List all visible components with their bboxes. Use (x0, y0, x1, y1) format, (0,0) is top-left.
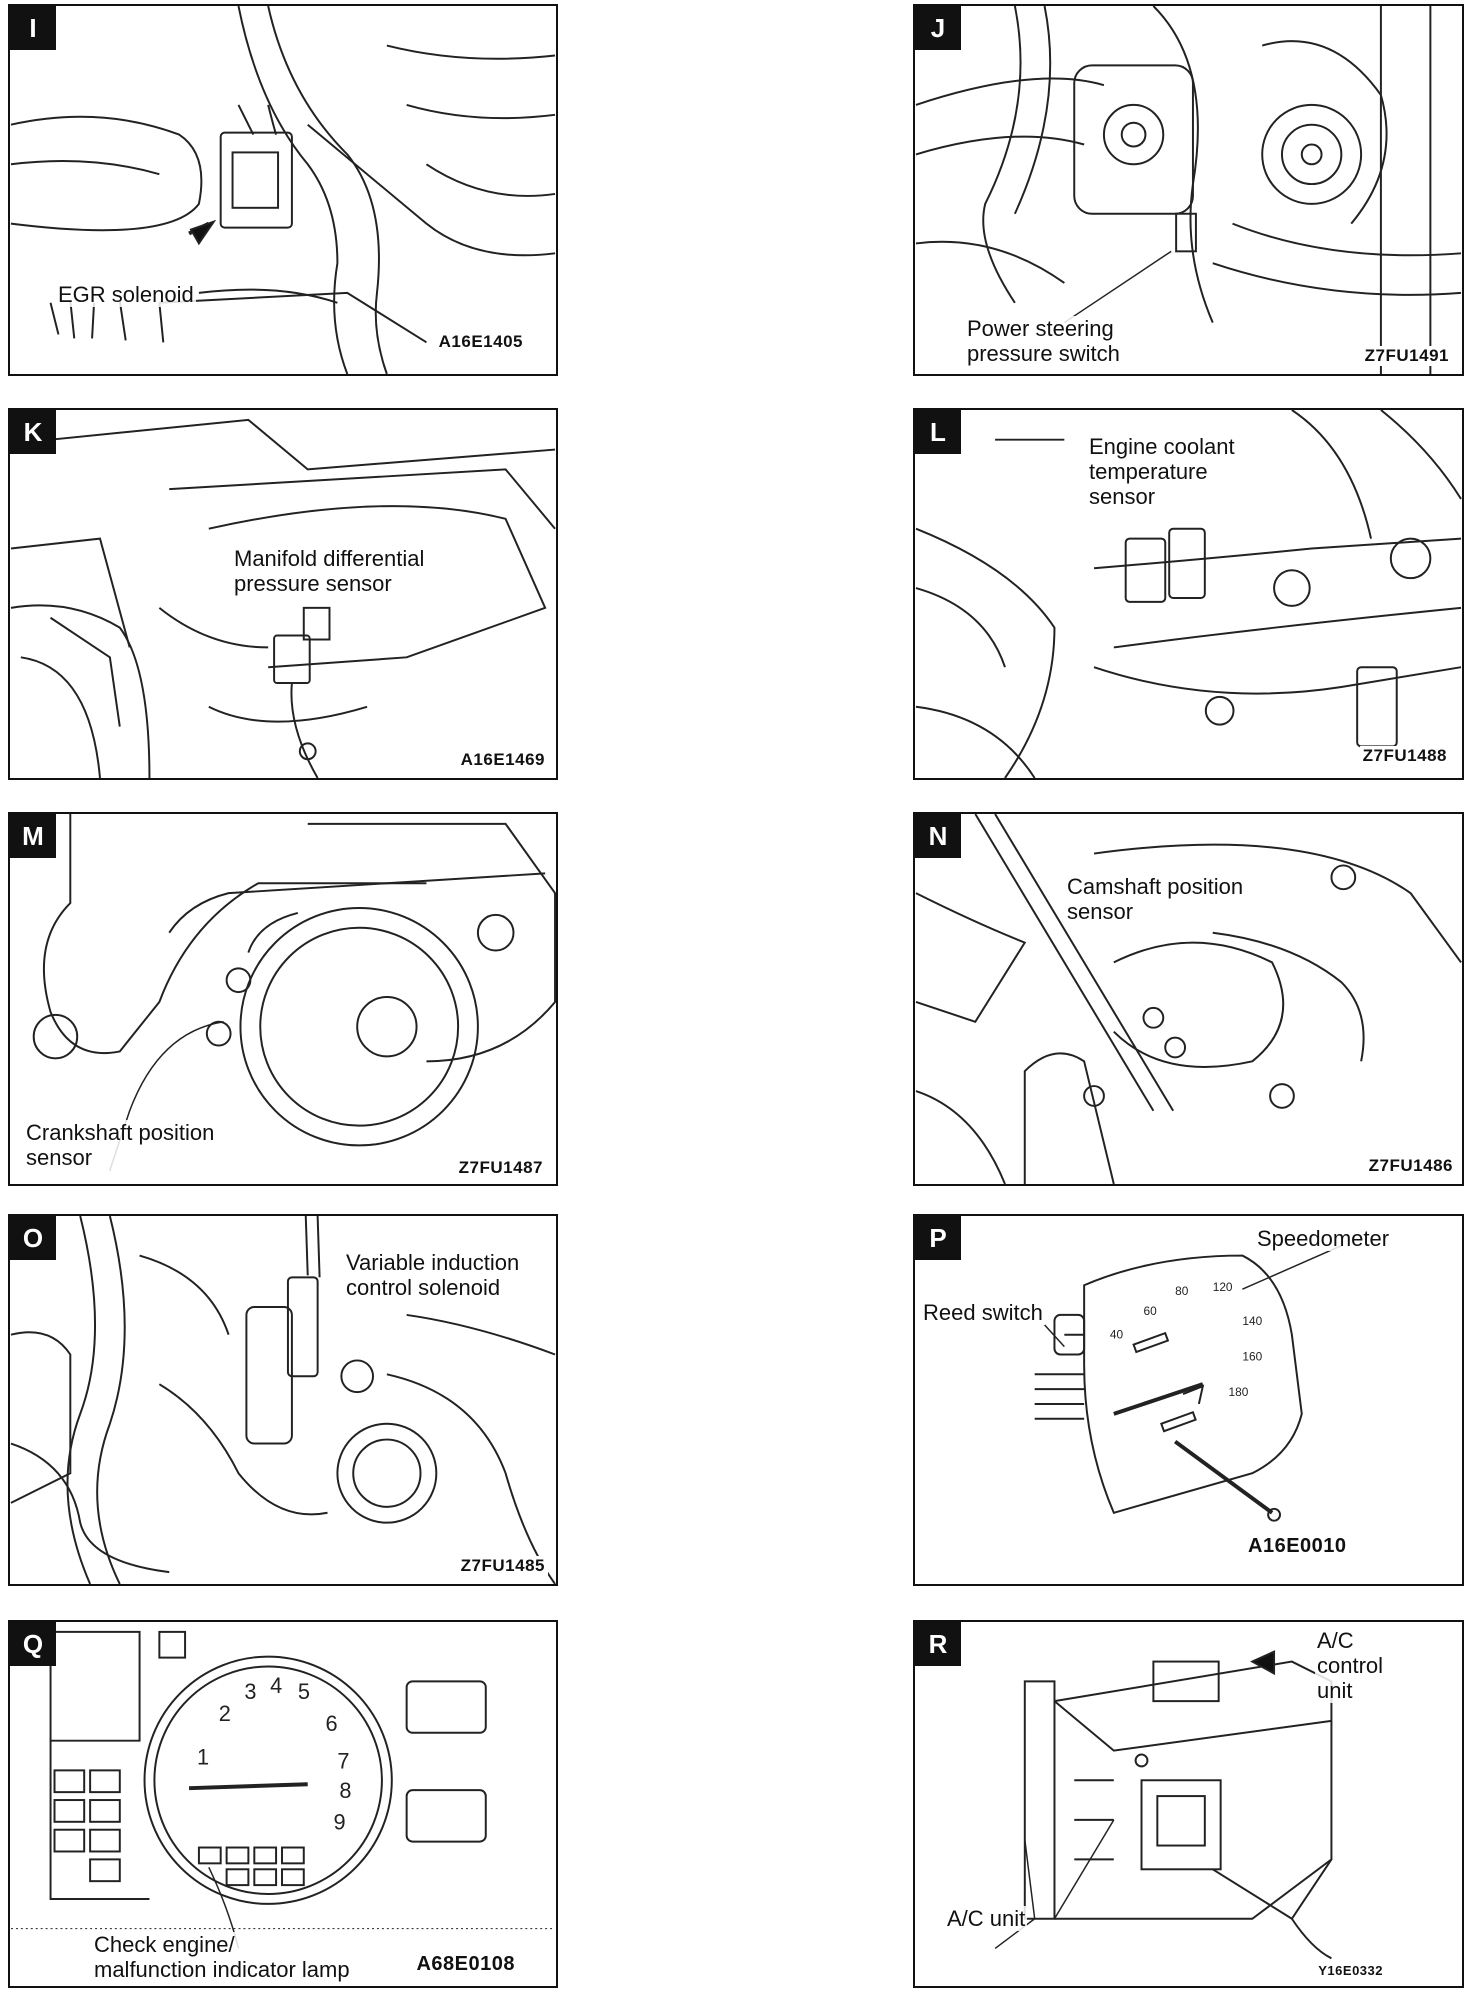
figure-code: Z7FU1487 (455, 1158, 546, 1178)
engine-coolant-temperature-sensor-label: Engine coolant temperature sensor (1087, 434, 1237, 509)
svg-text:8: 8 (339, 1778, 351, 1803)
panel-o: O Variable induction control solenoid Z7… (8, 1214, 558, 1586)
svg-text:140: 140 (1242, 1314, 1262, 1328)
panel-i: I EGR solenoid A16E1405 (8, 4, 558, 376)
panel-letter: O (10, 1216, 56, 1260)
panel-j: J Power steering pressure switch Z7FU149… (913, 4, 1464, 376)
figure-code: A16E0010 (1245, 1535, 1350, 1558)
panel-l: L Engine coolant temperature sensor Z7FU… (913, 408, 1464, 780)
variable-induction-control-solenoid-label: Variable induction control solenoid (344, 1250, 522, 1300)
panel-letter: Q (10, 1622, 56, 1666)
panel-r: R A/C control unit A/C unit Y16E0332 (913, 1620, 1464, 1988)
svg-text:5: 5 (298, 1679, 310, 1704)
svg-text:2: 2 (219, 1701, 231, 1726)
power-steering-switch-illustration (915, 6, 1462, 374)
camshaft-position-sensor-label: Camshaft position sensor (1065, 874, 1246, 924)
svg-text:40: 40 (1110, 1328, 1124, 1342)
figure-code: Z7FU1491 (1361, 346, 1452, 366)
speedometer-label: Speedometer (1255, 1226, 1392, 1251)
svg-text:60: 60 (1143, 1304, 1157, 1318)
figure-code: Z7FU1486 (1365, 1156, 1456, 1176)
figure-code: Z7FU1485 (457, 1556, 548, 1576)
egr-solenoid-label: EGR solenoid (56, 282, 196, 307)
panel-letter: I (10, 6, 56, 50)
figure-code: A68E0108 (413, 1953, 518, 1976)
panel-p: 40 60 80 120 140 160 180 P Speedometer R… (913, 1214, 1464, 1586)
panel-letter: L (915, 410, 961, 454)
speedometer-reed-switch-illustration: 40 60 80 120 140 160 180 (1034, 1244, 1342, 1522)
svg-text:160: 160 (1242, 1349, 1262, 1363)
manifold-pressure-sensor-illustration (10, 418, 556, 778)
manifold-differential-pressure-sensor-label: Manifold differential pressure sensor (232, 546, 427, 596)
panel-letter: K (10, 410, 56, 454)
svg-text:3: 3 (244, 1679, 256, 1704)
svg-text:1: 1 (197, 1744, 209, 1769)
panel-letter: P (915, 1216, 961, 1260)
svg-text:180: 180 (1229, 1385, 1249, 1399)
svg-text:80: 80 (1175, 1284, 1189, 1298)
panel-letter: J (915, 6, 961, 50)
ac-unit-illustration (994, 1650, 1333, 1960)
panel-m: M Crankshaft position sensor Z7FU1487 (8, 812, 558, 1186)
crankshaft-sensor-illustration (32, 814, 556, 1171)
panel-q: 1 2 3 4 5 6 7 8 9 Q Check engine/ malfun… (8, 1620, 558, 1988)
svg-text:120: 120 (1213, 1280, 1233, 1294)
egr-solenoid-illustration (10, 6, 556, 374)
crankshaft-position-sensor-label: Crankshaft position sensor (24, 1120, 217, 1170)
variable-induction-solenoid-illustration (10, 1216, 556, 1584)
ac-control-unit-label: A/C control unit (1315, 1628, 1386, 1703)
camshaft-sensor-illustration (915, 814, 1462, 1184)
svg-text:9: 9 (333, 1810, 345, 1835)
ac-unit-label: A/C unit (945, 1906, 1028, 1931)
svg-text:7: 7 (337, 1748, 349, 1773)
check-engine-lamp-label: Check engine/ malfunction indicator lamp (92, 1932, 352, 1982)
coolant-temperature-sensor-illustration (915, 410, 1462, 778)
panel-k: K Manifold differential pressure sensor … (8, 408, 558, 780)
panel-n: N Camshaft position sensor Z7FU1486 (913, 812, 1464, 1186)
panel-letter: N (915, 814, 961, 858)
power-steering-pressure-switch-label: Power steering pressure switch (965, 316, 1122, 366)
figure-code: A16E1405 (435, 332, 526, 352)
instrument-cluster-illustration: 1 2 3 4 5 6 7 8 9 (10, 1630, 556, 1949)
panel-letter: M (10, 814, 56, 858)
reed-switch-label: Reed switch (921, 1300, 1045, 1325)
figure-code: A16E1469 (457, 750, 548, 770)
svg-text:4: 4 (270, 1673, 282, 1698)
svg-text:6: 6 (326, 1711, 338, 1736)
figure-code: Y16E0332 (1315, 1963, 1386, 1978)
figure-code: Z7FU1488 (1359, 746, 1450, 766)
panel-letter: R (915, 1622, 961, 1666)
